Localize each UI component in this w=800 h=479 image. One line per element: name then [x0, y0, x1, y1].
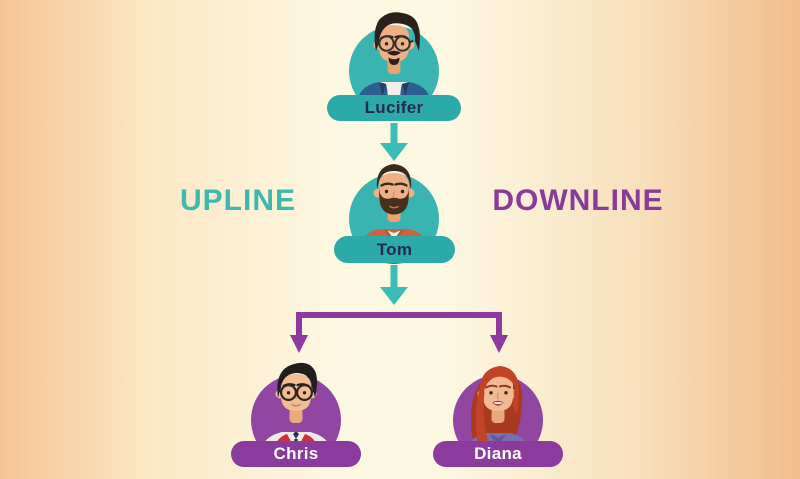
upline-label: UPLINE	[179, 184, 296, 217]
name-pill-lucifer: Lucifer	[327, 95, 461, 121]
node-name-diana: Diana	[474, 444, 522, 463]
node-name-lucifer: Lucifer	[364, 98, 424, 117]
name-pill-tom: Tom	[334, 236, 455, 263]
arrow-down-tom-to-branch	[380, 265, 408, 305]
branch-connector-tom-to-chris-diana	[290, 312, 508, 353]
node-name-chris: Chris	[273, 444, 319, 463]
arrow-down-lucifer-to-tom	[380, 123, 408, 161]
downline-label: DOWNLINE	[492, 184, 664, 217]
name-pill-chris: Chris	[231, 441, 361, 467]
node-name-tom: Tom	[376, 239, 413, 259]
name-pill-diana: Diana	[433, 441, 563, 467]
